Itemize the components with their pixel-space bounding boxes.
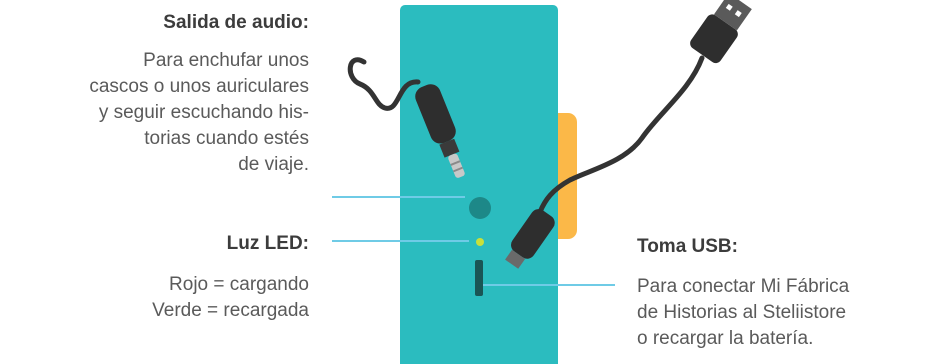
usb-plug-icon [690,0,752,64]
micro-usb-plug [505,209,555,269]
audio-description: Para enchufar unos cascos o unos auricul… [89,48,309,178]
usb-line: o recargar la batería. [637,328,814,349]
usb-port [475,260,483,296]
audio-heading: Salida de audio: [163,12,309,33]
audio-port [469,197,491,219]
audio-line: de viaje. [238,154,309,175]
usb-line: de Historias al Steliistore [637,302,847,323]
audio-line: torias cuando estés [144,128,309,149]
headphone-jack-plug-icon [415,84,465,178]
audio-line: y seguir escuchando his- [98,102,309,123]
led-heading: Luz LED: [226,233,309,254]
usb-description: Para conectar Mi Fábrica de Historias al… [637,274,933,352]
led-indicator [476,238,484,246]
device-body [400,5,558,364]
headphone-cable [347,57,421,111]
led-description: Rojo = cargando Verde = recargada [152,272,309,324]
usb-line: Para conectar Mi Fábrica [637,276,850,297]
usb-heading: Toma USB: [637,236,738,257]
led-line: Rojo = cargando [169,274,309,295]
audio-line: Para enchufar unos [143,50,309,71]
led-line: Verde = recargada [152,300,309,321]
audio-line: cascos o unos auriculares [89,76,309,97]
usb-cable [537,55,705,215]
